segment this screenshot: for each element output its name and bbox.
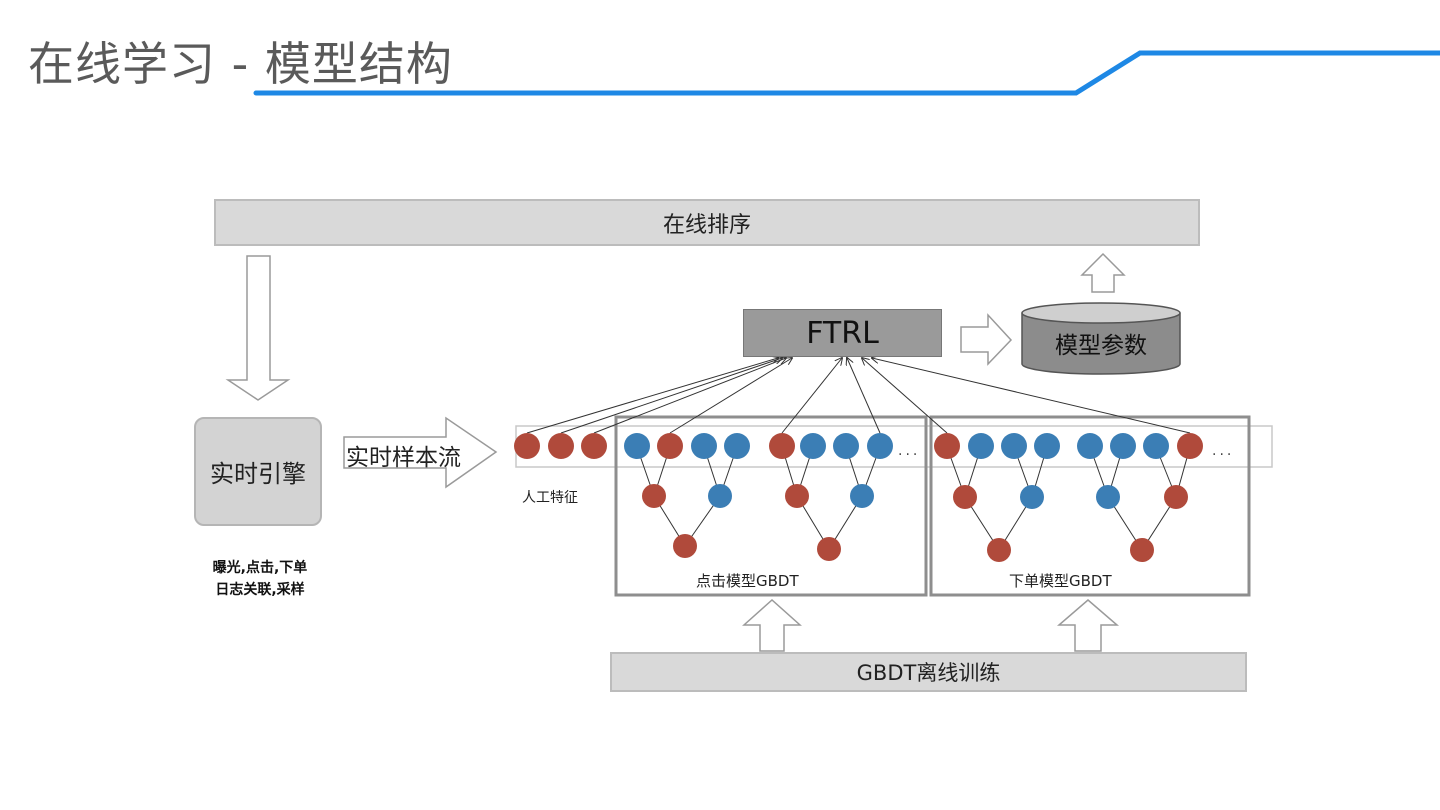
node-blue [1020,485,1044,509]
node-blue [800,433,826,459]
node-blue [691,433,717,459]
node-blue [850,484,874,508]
stream-arrow [343,416,498,489]
header-accent-line [253,50,1440,96]
log-line-1: 曝光,点击,下单 [212,560,308,576]
node-red [642,484,666,508]
node-red [657,433,683,459]
page-title: 在线学习 - 模型结构 [28,37,453,91]
manual-features-label: 人工特征 [522,490,578,506]
node-blue [708,484,732,508]
node-blue [1143,433,1169,459]
node-red [1130,538,1154,562]
node-blue [1077,433,1103,459]
node-red [953,485,977,509]
model-params-label: 模型参数 [1055,333,1147,359]
train-up-arrow-2 [1056,599,1120,652]
node-red [548,433,574,459]
node-red [934,433,960,459]
node-red [673,534,697,558]
tree-nodes [642,484,1188,562]
node-blue [867,433,893,459]
ellipsis-2: ... [1212,443,1235,459]
node-blue [833,433,859,459]
node-blue [968,433,994,459]
down-arrow [225,255,291,401]
ftrl-box: FTRL [743,309,942,357]
node-red [1164,485,1188,509]
model-params-cylinder [1021,302,1181,375]
node-red [987,538,1011,562]
node-blue [1110,433,1136,459]
online-sort-bar: 在线排序 [214,199,1200,246]
log-description: 曝光,点击,下单 日志关联,采样 [190,557,330,601]
node-blue [724,433,750,459]
node-red [817,537,841,561]
ellipsis-1: ... [898,443,921,459]
realtime-stream-label: 实时样本流 [346,445,461,471]
params-up-arrow [1080,252,1126,293]
click-model-frame [614,415,928,597]
node-red [581,433,607,459]
node-red [1177,433,1203,459]
realtime-engine-box: 实时引擎 [194,417,322,526]
order-model-frame [929,415,1251,597]
node-red [514,433,540,459]
ftrl-to-params-arrow [960,313,1013,366]
node-red [769,433,795,459]
node-blue [1096,485,1120,509]
node-blue [1034,433,1060,459]
node-red [785,484,809,508]
node-blue [1001,433,1027,459]
feature-nodes [514,433,1203,459]
train-up-arrow-1 [742,598,802,652]
click-model-label: 点击模型GBDT [696,572,799,590]
ftrl-input-lines [526,358,1191,434]
node-blue [624,433,650,459]
log-line-2: 日志关联,采样 [215,582,305,598]
offline-training-bar: GBDT离线训练 [610,652,1247,692]
order-model-label: 下单模型GBDT [1009,572,1112,590]
